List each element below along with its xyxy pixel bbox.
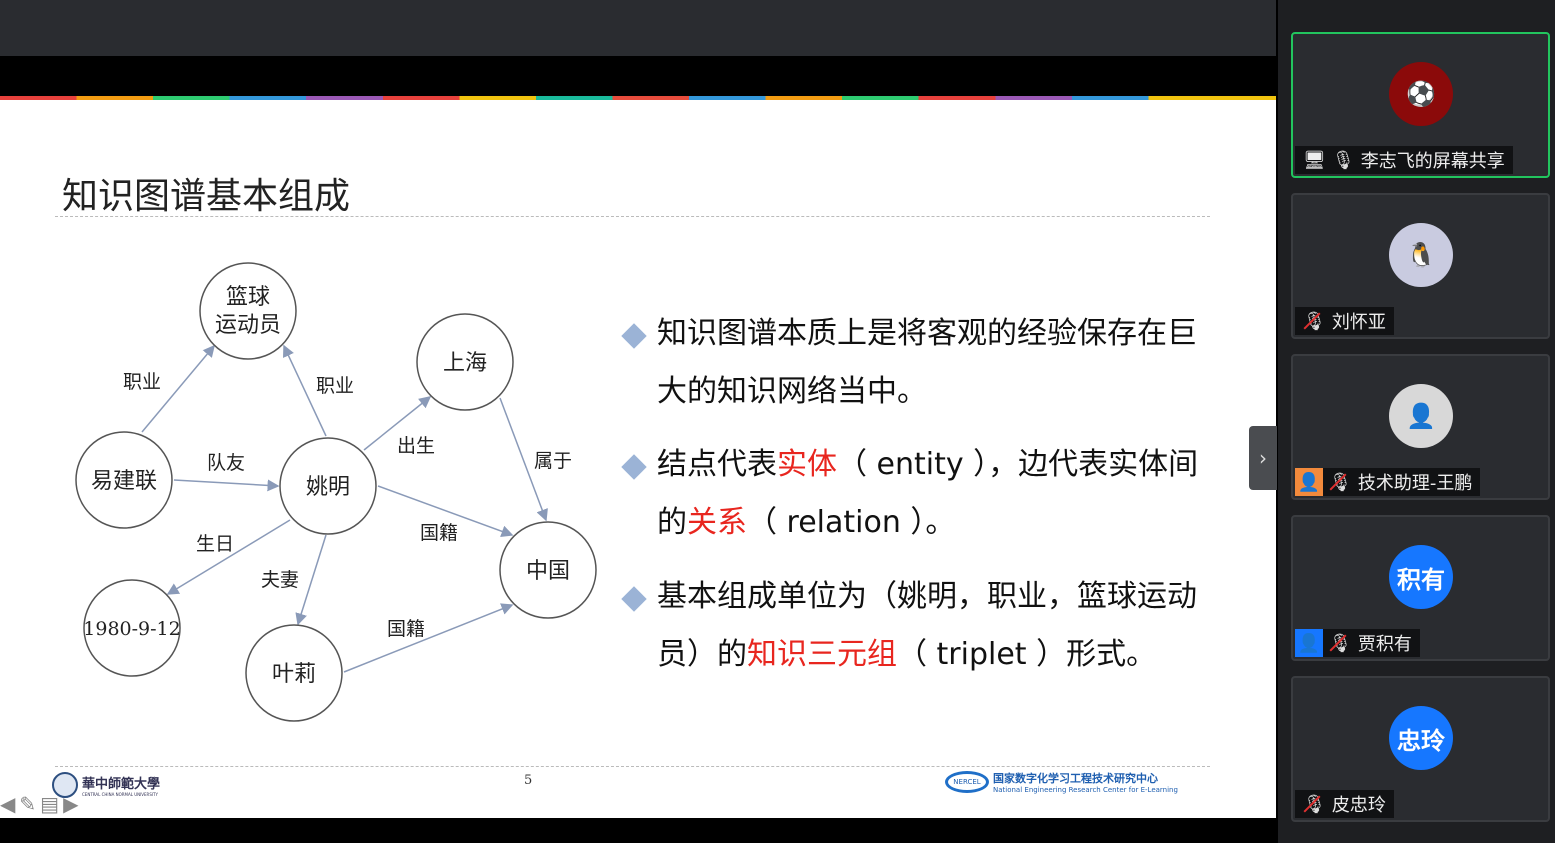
edge-label: 国籍 <box>387 618 425 640</box>
node-yijianlian <box>75 431 173 529</box>
page-number: 5 <box>524 773 533 788</box>
mic-muted-icon: 🎙 <box>1329 632 1352 654</box>
node-birthday <box>83 579 181 677</box>
edge-job2 <box>283 344 327 437</box>
edge-nationality2 <box>343 603 514 673</box>
nameplate: 🖥 🎙 李志飞的屏幕共享 <box>1295 146 1513 174</box>
edge-label: 生日 <box>196 533 234 555</box>
mic-on-icon: 🎙 <box>1331 149 1355 171</box>
nameplate: 👤 🎙 贾积有 <box>1295 629 1420 657</box>
pen-icon[interactable]: ✎ <box>19 792 37 816</box>
edge-label: 队友 <box>207 452 245 474</box>
edge-spouse <box>295 534 327 626</box>
user-icon: 👤 <box>1295 629 1323 657</box>
screen-share-icon: 🖥 <box>1303 149 1326 171</box>
avatar: 👤 <box>1389 384 1453 448</box>
node-label: 易建联 <box>91 469 157 494</box>
previous-arrow-icon[interactable]: ◀ <box>0 792 16 816</box>
slide-color-stripe <box>0 96 1276 100</box>
edge-birthday <box>166 519 291 595</box>
title-divider <box>55 216 1210 217</box>
node-label: 上海 <box>443 351 487 376</box>
collapse-panel-button[interactable]: › <box>1249 426 1277 490</box>
university-seal-icon <box>52 772 78 798</box>
mic-muted-icon: 🎙 <box>1303 793 1326 815</box>
node-label: 中国 <box>526 559 570 584</box>
edge-label: 属于 <box>534 450 572 472</box>
avatar: ⚽ <box>1389 62 1453 126</box>
node-yaoming <box>279 437 377 535</box>
diamond-bullet-icon <box>621 586 647 612</box>
node-label: 姚明 <box>306 475 350 500</box>
bullet-3: 基本组成单位为（姚明，职业，篮球运动员）的知识三元组（ triplet ）形式。 <box>621 568 1225 684</box>
node-label: 篮球 <box>226 285 270 310</box>
participant-tile[interactable]: ⚽ 🖥 🎙 李志飞的屏幕共享 <box>1291 32 1550 178</box>
node-label: 叶莉 <box>272 662 316 687</box>
edge-born <box>363 396 432 451</box>
avatar: 积有 <box>1389 545 1453 609</box>
mic-muted-icon: 🎙 <box>1329 471 1352 493</box>
nameplate: 🎙 皮忠玲 <box>1295 790 1394 818</box>
node-china <box>499 521 597 619</box>
edge-label: 职业 <box>316 375 354 397</box>
participant-tile[interactable]: 忠玲 🎙 皮忠玲 <box>1291 676 1550 822</box>
nameplate: 🎙 刘怀亚 <box>1295 307 1394 335</box>
menu-icon[interactable]: ▤ <box>40 792 60 816</box>
footer-divider <box>55 766 1210 767</box>
slideshow-tools: ◀ ✎ ▤ ▶ <box>0 792 78 816</box>
slide-title: 知识图谱基本组成 <box>62 176 351 217</box>
letterbox <box>0 56 1276 97</box>
edge-label: 国籍 <box>420 522 458 544</box>
participant-tile[interactable]: 积有 👤 🎙 贾积有 <box>1291 515 1550 661</box>
edge-label: 出生 <box>397 435 435 457</box>
participant-tile[interactable]: 👤 👤 🎙 技术助理-王鹏 <box>1291 354 1550 500</box>
nameplate: 👤 🎙 技术助理-王鹏 <box>1295 468 1481 496</box>
node-label: 1980-9-12 <box>83 618 180 640</box>
node-shanghai <box>416 313 514 411</box>
edge-label: 职业 <box>123 371 161 393</box>
meeting-top-bar <box>0 0 1276 56</box>
diamond-bullet-icon <box>621 454 647 480</box>
node-basketball <box>199 262 297 360</box>
next-arrow-icon[interactable]: ▶ <box>63 792 79 816</box>
avatar: 🐧 <box>1389 223 1453 287</box>
avatar: 忠玲 <box>1389 706 1453 770</box>
bullet-1: 知识图谱本质上是将客观的经验保存在巨大的知识网络当中。 <box>621 305 1225 421</box>
node-yeli <box>245 624 343 722</box>
knowledge-graph: 篮球 运动员 上海 易建联 姚明 中国 1980-9-12 叶莉 职业 职业 队… <box>75 262 597 722</box>
edge-teammate <box>173 479 280 492</box>
diamond-bullet-icon <box>621 323 647 349</box>
edge-nationality1 <box>377 485 514 538</box>
shared-slide: 知识图谱基本组成 篮球 运动员 上海 易建联 姚明 中国 1980-9-12 叶… <box>0 100 1276 818</box>
node-label: 运动员 <box>215 313 281 338</box>
user-icon: 👤 <box>1295 468 1323 496</box>
edge-job1 <box>141 344 215 433</box>
mic-muted-icon: 🎙 <box>1303 310 1326 332</box>
edge-label: 夫妻 <box>261 569 299 591</box>
bullet-2: 结点代表实体（ entity ），边代表实体间的关系（ relation ）。 <box>621 436 1225 552</box>
participant-tile[interactable]: 🐧 🎙 刘怀亚 <box>1291 193 1550 339</box>
edge-belongs <box>499 397 548 522</box>
